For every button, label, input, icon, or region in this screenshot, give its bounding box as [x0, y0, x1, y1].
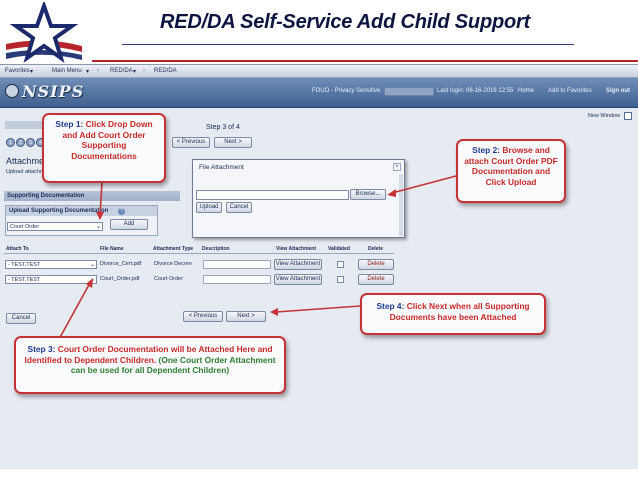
page-subtitle: Upload attachme	[6, 169, 48, 175]
attach-to-select-value: - TEST,TEST	[8, 277, 41, 283]
browse-button[interactable]: Browse...	[350, 189, 386, 200]
chevron-down-icon: ▾	[86, 69, 90, 75]
add-to-favorites-link[interactable]: Add to Favorites	[548, 88, 592, 94]
document-type-select-value: Court Order	[10, 224, 40, 230]
breadcrumb-separator-icon: ›	[143, 68, 145, 74]
file-attachment-dialog: File Attachment × Browse... Upload Cance…	[192, 159, 405, 238]
document-type-select[interactable]: Court Order ⌄	[7, 222, 103, 231]
validated-checkbox[interactable]	[337, 261, 344, 268]
attach-to-select[interactable]: - TEST,TEST ⌄	[5, 275, 97, 284]
new-window-link[interactable]: New Window	[587, 113, 620, 119]
step-dot: 3	[26, 138, 35, 147]
step1-text: Click Drop Down and Add Court Order Supp…	[62, 119, 153, 161]
step3-text: Court Order Documentation will be Attach…	[24, 344, 273, 365]
help-icon[interactable]: ?	[118, 208, 125, 215]
previous-button-top[interactable]: < Previous	[172, 137, 210, 148]
step-of-label: Step 3 of 4	[206, 124, 240, 131]
step-dot: 1	[6, 138, 15, 147]
chevron-down-icon: ⌄	[89, 277, 95, 283]
dialog-scrollbar[interactable]	[399, 174, 403, 236]
file-path-input[interactable]	[196, 190, 349, 200]
star-logo	[6, 2, 82, 63]
step2-text: Browse and attach Court Order PDF Docume…	[464, 145, 558, 187]
main-menu[interactable]: Main Menu	[52, 68, 82, 74]
page-title: Attachme	[6, 156, 45, 166]
attachment-type-cell: Court Order	[154, 276, 184, 282]
chevron-down-icon: ⌄	[89, 262, 95, 268]
attach-to-select-value: - TEST,TEST	[8, 262, 41, 268]
favorites-menu[interactable]: Favorites	[5, 68, 30, 74]
add-button[interactable]: Add	[110, 219, 148, 230]
step1-label: Step 1:	[55, 119, 84, 129]
title-rule-blue	[122, 44, 574, 45]
view-attachment-button[interactable]: View Attachment	[274, 274, 322, 285]
nsips-emblem-icon	[5, 84, 19, 98]
nsips-logo: NSIPS	[22, 82, 85, 101]
view-attachment-button[interactable]: View Attachment	[274, 259, 322, 270]
red-da-menu[interactable]: RED/DA	[110, 68, 133, 74]
step4-callout: Step 4: Click Next when all Supporting D…	[360, 293, 546, 335]
redacted-user-name	[384, 87, 434, 96]
sign-out-link[interactable]: Sign out	[606, 88, 630, 94]
privacy-label: FOUO - Privacy Sensitive	[312, 88, 381, 94]
column-header-view-attachment: View Attachment	[276, 246, 317, 252]
app-header-bar: NSIPS FOUO - Privacy Sensitive Last logi…	[0, 78, 638, 108]
file-name-cell: Divorce_Cert.pdf	[100, 261, 142, 267]
upload-button[interactable]: Upload	[196, 202, 222, 213]
previous-button-bottom[interactable]: < Previous	[183, 311, 223, 322]
upload-panel-header: Upload Supporting Documentation	[6, 206, 157, 216]
home-link[interactable]: Home	[518, 88, 535, 94]
cancel-button[interactable]: Cancel	[6, 313, 36, 324]
top-nav-bar: Favorites ▾ Main Menu ▾ › RED/DA ▾ › RED…	[0, 65, 638, 78]
step-indicator: 1 2 3 4	[6, 138, 45, 148]
description-input[interactable]	[203, 275, 271, 284]
breadcrumb-separator-icon: ›	[97, 68, 99, 74]
step3-callout: Step 3: Court Order Documentation will b…	[14, 336, 286, 394]
next-button-top[interactable]: Next >	[214, 137, 252, 148]
column-header-validated: Validated	[328, 246, 350, 252]
column-header-attachment-type: Attachment Type	[153, 246, 194, 252]
dialog-title: File Attachment	[199, 164, 244, 171]
step3-note: (One Court Order Attachment can be used …	[70, 354, 276, 376]
close-icon[interactable]: ×	[393, 163, 401, 171]
step1-callout: Step 1: Click Drop Down and Add Court Or…	[42, 113, 166, 183]
step2-callout: Step 2: Browse and attach Court Order PD…	[456, 139, 566, 203]
table-header-divider	[4, 253, 394, 254]
new-window-icon[interactable]	[624, 112, 632, 120]
chevron-down-icon: ⌄	[95, 224, 101, 230]
description-input[interactable]	[203, 260, 271, 269]
delete-button[interactable]: Delete	[358, 274, 394, 285]
step4-text: Click Next when all Supporting Documents…	[389, 301, 530, 322]
step4-label: Step 4:	[376, 301, 405, 311]
chevron-down-icon: ▾	[133, 69, 137, 75]
supporting-docs-section-header: Supporting Documentation	[4, 191, 180, 201]
step3-label: Step 3:	[27, 344, 56, 354]
delete-button[interactable]: Delete	[358, 259, 394, 270]
step-dot: 2	[16, 138, 25, 147]
title-rule-red	[92, 60, 638, 62]
slide-title: RED/DA Self-Service Add Child Support	[160, 11, 531, 33]
column-header-delete: Delete	[368, 246, 384, 252]
attach-to-select[interactable]: - TEST,TEST ⌄	[5, 260, 97, 269]
redacted-info-bar	[5, 121, 67, 129]
file-name-cell: Court_Order.pdf	[100, 276, 140, 282]
chevron-down-icon: ▾	[30, 69, 34, 75]
breadcrumb-red-da[interactable]: RED/DA	[154, 68, 177, 74]
validated-checkbox[interactable]	[337, 276, 344, 283]
step2-label: Step 2:	[472, 145, 501, 155]
column-header-file-name: File Name	[100, 246, 124, 252]
column-header-attach-to: Attach To	[6, 246, 29, 252]
attachment-type-cell: Divorce Decree	[154, 261, 192, 267]
column-header-description: Description	[202, 246, 230, 252]
last-login: Last login: 06-16-2016 12:55	[437, 88, 514, 94]
next-button-bottom[interactable]: Next >	[226, 311, 266, 322]
dialog-cancel-button[interactable]: Cancel	[226, 202, 252, 213]
